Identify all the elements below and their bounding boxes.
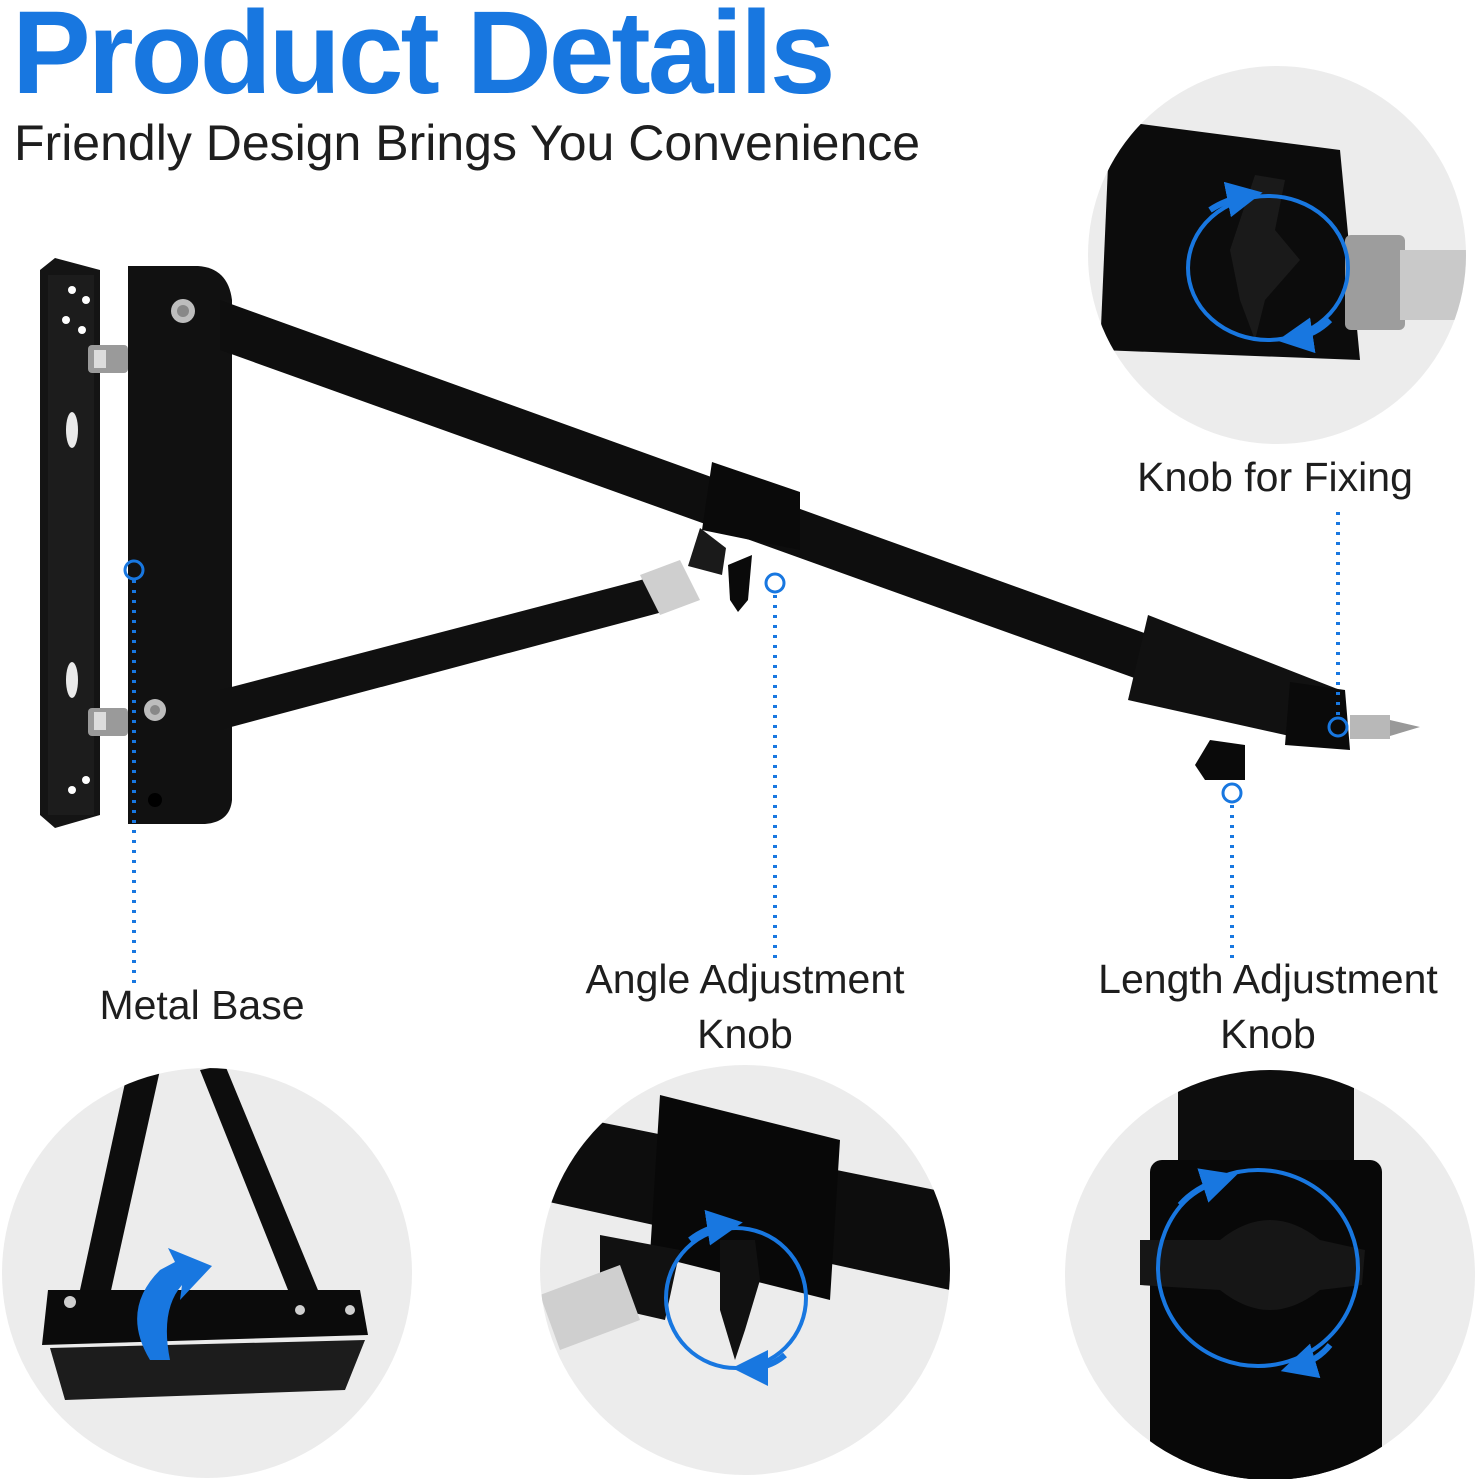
bolt-icon [88,345,128,736]
label-length-adjustment-knob: Length Adjustment Knob [1098,956,1438,1057]
wall-plate [40,258,100,828]
wall-bracket [40,258,1420,828]
curved-arrow-icon [137,1248,212,1360]
page-subtitle: Friendly Design Brings You Convenience [14,115,921,171]
detail-circle-angle-knob [540,1065,950,1475]
rotate-arrow-icon [1208,181,1263,218]
callout-lines [132,512,1340,985]
label-metal-base: Metal Base [99,982,305,1028]
callout-dots [123,559,1349,804]
label-knob-for-fixing: Knob for Fixing [1137,454,1413,500]
page-title: Product Details [12,0,836,119]
detail-circle-metal-base [2,1068,412,1478]
rotate-arrow-icon [1177,1168,1238,1208]
detail-circle-length-knob [1065,1070,1475,1479]
rotate-arrow-icon [688,1209,743,1246]
label-angle-adjustment-knob: Angle Adjustment Knob [585,956,905,1057]
detail-circle-fixing-knob [1088,66,1466,444]
